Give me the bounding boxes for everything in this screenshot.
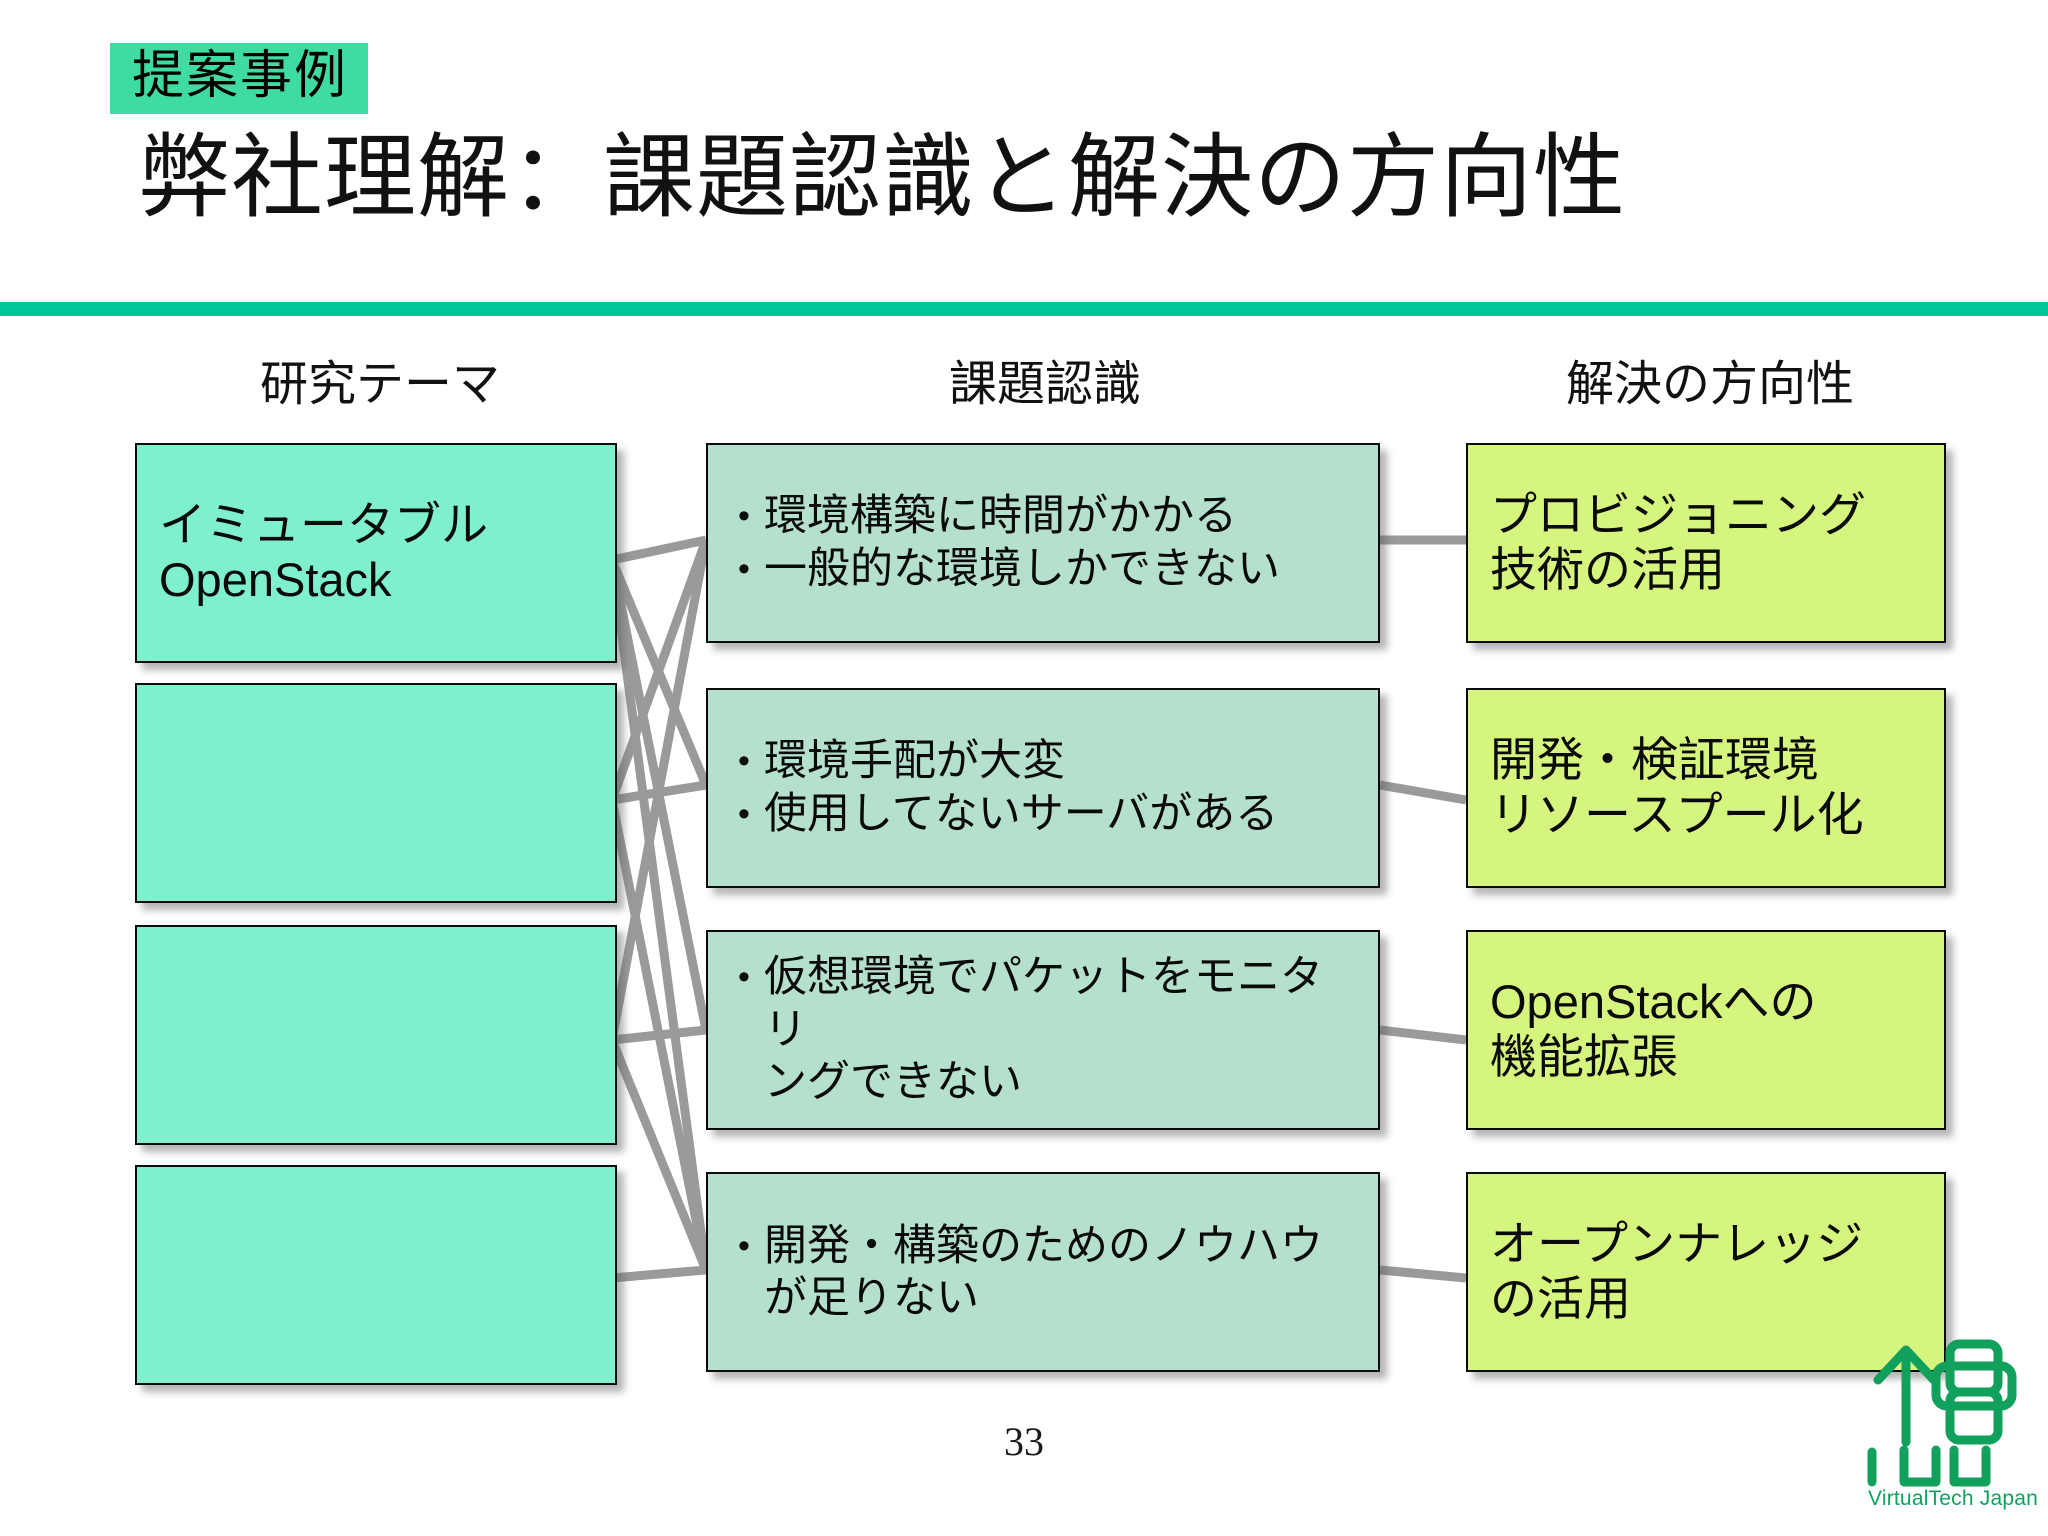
logo-wordmark: VirtualTech Japan <box>1868 1487 2038 1510</box>
theme-line: イミュータブル <box>159 498 488 552</box>
solution-line: 技術の活用 <box>1490 543 1725 596</box>
solution-line: OpenStackへの <box>1490 975 1817 1029</box>
issue-bullet-line: 一般的な環境しかできない <box>764 545 1280 593</box>
theme-line: OpenStack <box>159 553 392 606</box>
solution-line: リソースプール化 <box>1490 788 1864 841</box>
page-title: 弊社理解：課題認識と解決の方向性 <box>138 127 1627 229</box>
bullet-dot-icon: • <box>738 550 750 588</box>
issue-bullet-line: ングできない <box>764 1058 1022 1107</box>
solution-line: の活用 <box>1490 1272 1631 1325</box>
bullet-dot-icon: • <box>738 795 750 833</box>
bullet-dot-icon: • <box>738 742 750 781</box>
issue-bullet-line: 使用してないサーバがある <box>764 790 1279 838</box>
bullet-dot-icon: • <box>738 1226 750 1265</box>
column-header-issue: 課題認識 <box>948 358 1141 411</box>
issue-box-4[interactable]: • 開発・構築のためのノウハウ が足りない <box>706 1172 1380 1372</box>
solution-line: プロビジョニング <box>1490 488 1866 542</box>
issue-bullet: • 環境構築に時間がかかる <box>724 490 1362 543</box>
issue-bullet-line: 仮想環境でパケットをモニタリ <box>764 953 1323 1054</box>
issue-bullet: • 開発・構築のためのノウハウ が足りない <box>724 1220 1362 1325</box>
header-divider-rule <box>0 302 2048 316</box>
column-header-theme: 研究テーマ <box>259 358 500 411</box>
solution-box-4[interactable]: オープンナレッジ の活用 <box>1466 1172 1946 1372</box>
solution-box-3[interactable]: OpenStackへの 機能拡張 <box>1466 930 1946 1130</box>
issue-box-1[interactable]: • 環境構築に時間がかかる • 一般的な環境しかできない <box>706 443 1380 643</box>
page-number: 33 <box>1004 1419 1044 1464</box>
issue-bullet: • 仮想環境でパケットをモニタリ ングできない <box>724 951 1362 1108</box>
issue-bullet-line: が足りない <box>764 1274 979 1322</box>
theme-box-3[interactable] <box>135 925 617 1145</box>
issue-bullet: • 使用してないサーバがある <box>724 788 1362 841</box>
solution-line: 開発・検証環境 <box>1490 733 1819 787</box>
kicker-badge: 提案事例 <box>110 43 369 114</box>
issue-bullet: • 一般的な環境しかできない <box>724 543 1362 596</box>
solution-line: オープンナレッジ <box>1490 1217 1864 1271</box>
issue-box-2[interactable]: • 環境手配が大変 • 使用してないサーバがある <box>706 688 1380 888</box>
issue-bullet: • 環境手配が大変 <box>724 735 1362 788</box>
issue-bullet-line: 開発・構築のためのノウハウ <box>764 1221 1323 1270</box>
theme-box-4[interactable] <box>135 1165 617 1385</box>
theme-box-1[interactable]: イミュータブル OpenStack <box>135 443 617 663</box>
issue-bullet-line: 環境構築に時間がかかる <box>764 492 1237 541</box>
bullet-dot-icon: • <box>738 497 750 536</box>
solution-box-1[interactable]: プロビジョニング 技術の活用 <box>1466 443 1946 643</box>
issue-bullet-line: 環境手配が大変 <box>764 737 1065 786</box>
solution-box-2[interactable]: 開発・検証環境 リソースプール化 <box>1466 688 1946 888</box>
issue-box-3[interactable]: • 仮想環境でパケットをモニタリ ングできない <box>706 930 1380 1130</box>
column-header-solution: 解決の方向性 <box>1565 358 1854 411</box>
bullet-dot-icon: • <box>738 958 750 997</box>
theme-box-2[interactable] <box>135 683 617 903</box>
virtualtech-japan-logo-icon <box>1867 1339 2017 1487</box>
solution-line: 機能拡張 <box>1490 1030 1678 1083</box>
